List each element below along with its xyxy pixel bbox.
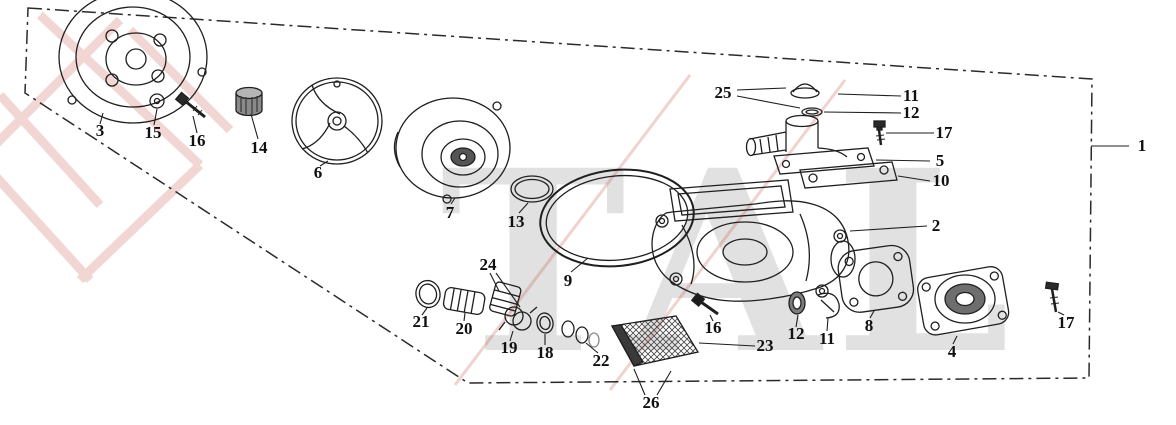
hose-joint bbox=[442, 287, 486, 316]
small-washer bbox=[536, 312, 554, 334]
watermark: TAL bbox=[0, 11, 1024, 409]
housing-bolt bbox=[690, 292, 719, 316]
end-cover-bolt bbox=[1044, 281, 1060, 313]
pump-housing bbox=[651, 179, 856, 302]
elbow-bolt bbox=[873, 120, 886, 146]
washer bbox=[149, 93, 165, 109]
mechanical-seal bbox=[235, 86, 263, 117]
watermark-text: TAL bbox=[440, 115, 1024, 409]
elbow-gasket bbox=[799, 161, 898, 189]
hose-o-ring bbox=[415, 279, 441, 309]
pump-cover bbox=[58, 0, 208, 124]
rear-gasket bbox=[837, 244, 915, 313]
spring-clamp bbox=[498, 306, 538, 331]
leader-lines bbox=[99, 87, 1129, 396]
seal-ring bbox=[788, 291, 806, 315]
medium-o-ring bbox=[510, 175, 554, 203]
shim-rings bbox=[561, 320, 600, 348]
strainer bbox=[610, 315, 700, 367]
end-cover bbox=[917, 266, 1010, 336]
volute-casing bbox=[393, 97, 511, 204]
assembly-border bbox=[24, 7, 1093, 384]
cap-o-ring bbox=[801, 107, 823, 117]
outlet-elbow bbox=[745, 114, 875, 175]
cover-bolt bbox=[174, 91, 206, 119]
pipe-clamp bbox=[817, 292, 840, 319]
impeller bbox=[291, 77, 383, 165]
breather-cap bbox=[790, 83, 820, 99]
